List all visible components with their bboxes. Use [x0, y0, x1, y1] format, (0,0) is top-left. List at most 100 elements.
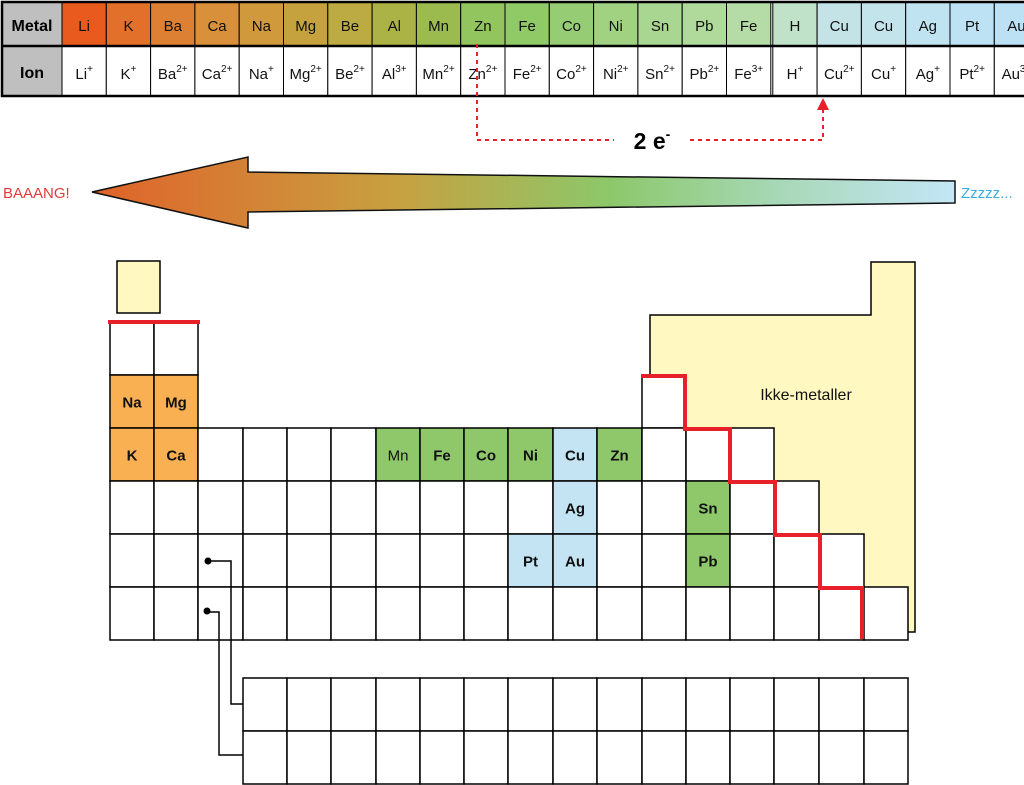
- periodic-cell: [242, 533, 288, 588]
- f-block-cell: [419, 677, 465, 732]
- periodic-cell: [330, 480, 377, 535]
- periodic-cell: [197, 480, 244, 535]
- f-block-cell: [596, 730, 643, 785]
- lanthanide-connector: [210, 560, 243, 705]
- element-symbol: Sn: [698, 501, 717, 518]
- hydrogen-cell: [116, 260, 161, 314]
- periodic-cell: [330, 427, 377, 482]
- periodic-cell: [463, 586, 509, 641]
- metal-symbol: Cu: [830, 18, 849, 35]
- ion-symbol: Cu2+: [824, 64, 855, 83]
- periodic-cell: [685, 427, 731, 482]
- nonmetal-label: Ikke-metaller: [760, 387, 852, 404]
- f-block-cell: [641, 730, 687, 785]
- ion-cell: [415, 45, 462, 97]
- ion-symbol: Be2+: [335, 64, 365, 83]
- ion-symbol: Au3+: [1002, 64, 1024, 83]
- ion-cell: [993, 45, 1024, 97]
- ion-cell: [504, 45, 550, 97]
- periodic-cell: [773, 586, 820, 641]
- metal-cell: [460, 1, 506, 47]
- periodic-cell: [463, 533, 509, 588]
- periodic-cell: [641, 533, 687, 588]
- f-block-cell: [685, 730, 731, 785]
- electrochemical-series-table: MetalIonLiLi+KK+BaBa2+CaCa2+NaNa+MgMg2+B…: [0, 0, 1024, 98]
- actinide-dot: [203, 607, 211, 615]
- ion-symbol: Pb2+: [689, 64, 719, 83]
- periodic-cell: [375, 427, 421, 482]
- element-symbol: Pt: [523, 554, 538, 571]
- arrow-left-label: BAAANG!: [3, 185, 70, 202]
- periodic-cell: [507, 586, 554, 641]
- periodic-cell: [685, 480, 731, 535]
- periodic-cell: [863, 586, 909, 641]
- periodic-cell: [641, 374, 687, 429]
- metal-nonmetal-boundary: [641, 374, 864, 639]
- metal-symbol: H: [790, 18, 801, 35]
- metal-header: Metal: [12, 18, 53, 35]
- periodic-cell: [685, 533, 731, 588]
- metal-symbol: Mn: [428, 18, 449, 35]
- f-block-cell: [507, 677, 554, 732]
- f-block-cell: [242, 730, 288, 785]
- periodic-cell: [153, 586, 199, 641]
- reactivity-arrow: BAAANG! Zzzzz...: [3, 156, 1013, 229]
- periodic-cell: [197, 427, 244, 482]
- f-block-cell: [863, 730, 909, 785]
- periodic-cell: [375, 533, 421, 588]
- ion-cell: [238, 45, 284, 97]
- ion-cell: [460, 45, 506, 97]
- metal-symbol: Fe: [740, 18, 758, 35]
- f-block-cell: [818, 677, 865, 732]
- element-symbol: Au: [565, 554, 585, 571]
- periodic-cell: [375, 480, 421, 535]
- f-block-cell: [507, 730, 554, 785]
- periodic-cell: [596, 427, 643, 482]
- ion-symbol: Fe2+: [513, 64, 542, 83]
- periodic-cell: [242, 480, 288, 535]
- f-block-cell: [596, 677, 643, 732]
- metal-symbol: Cu: [874, 18, 893, 35]
- f-block-cell: [375, 677, 421, 732]
- f-block-cell: [641, 677, 687, 732]
- ion-cell: [150, 45, 196, 97]
- f-block-cell: [463, 730, 509, 785]
- periodic-cell: [419, 586, 465, 641]
- periodic-cell: [507, 480, 554, 535]
- ion-symbol: Pt2+: [959, 64, 985, 83]
- periodic-cell: [685, 586, 731, 641]
- periodic-cell: [818, 533, 865, 588]
- periodic-cell: [242, 427, 288, 482]
- ion-symbol: K+: [121, 64, 137, 83]
- metal-symbol: Ag: [919, 18, 937, 35]
- ion-symbol: Cu+: [871, 64, 896, 83]
- f-block-cell: [286, 730, 332, 785]
- periodic-cell: [153, 321, 199, 376]
- periodic-cell: [729, 480, 775, 535]
- f-block-cell: [463, 677, 509, 732]
- element-symbol: Ni: [523, 448, 538, 465]
- ion-cell: [772, 45, 818, 97]
- ion-symbol: Ba2+: [158, 64, 188, 83]
- metal-cell: [327, 1, 373, 47]
- f-block-cell: [773, 730, 820, 785]
- periodic-cell: [729, 533, 775, 588]
- f-block-cell: [552, 677, 598, 732]
- f-block-cell: [863, 677, 909, 732]
- periodic-cell: [419, 533, 465, 588]
- periodic-cell: [375, 586, 421, 641]
- periodic-cell: [641, 427, 687, 482]
- ion-symbol: Mg2+: [290, 64, 322, 83]
- metal-cell: [949, 1, 995, 47]
- metal-symbol: Fe: [518, 18, 536, 35]
- element-symbol: K: [127, 448, 138, 465]
- metal-symbol: Mg: [295, 18, 316, 35]
- periodic-cell: [109, 533, 155, 588]
- ion-symbol: Li+: [75, 64, 93, 83]
- ion-cell: [327, 45, 373, 97]
- periodic-cell: [641, 480, 687, 535]
- ion-symbol: Na+: [249, 64, 274, 83]
- f-block-cell: [729, 677, 775, 732]
- f-block-cell: [818, 730, 865, 785]
